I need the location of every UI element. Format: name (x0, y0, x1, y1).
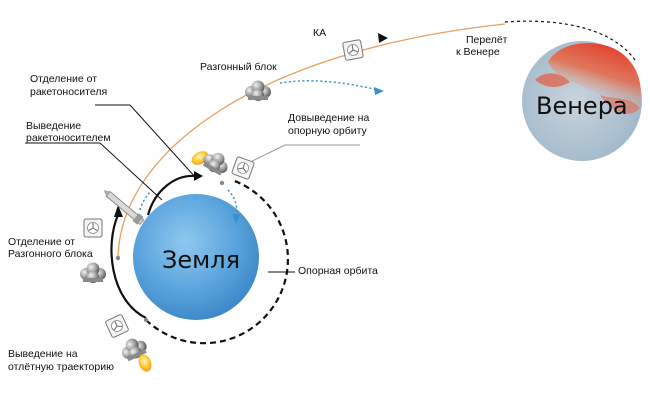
spacecraft-icon (230, 155, 256, 181)
upper-stage-icon (80, 262, 106, 283)
rocket-icon (103, 190, 145, 226)
dotted-arrow-icon (232, 214, 240, 224)
trajectory-marker (143, 317, 149, 323)
spacecraft-icon (104, 313, 130, 339)
parking-orbit-label: Опорная орбита (298, 265, 378, 277)
departure-label-1: Выведение на (8, 348, 78, 360)
dotted-arrow-icon (374, 87, 384, 95)
transfer-trajectory (117, 23, 506, 259)
departure-label-2: отлётную траекторию (8, 361, 114, 373)
transfer-label-2: к Венере (456, 46, 500, 58)
earth (133, 194, 259, 320)
trajectory-marker (115, 255, 121, 261)
engine-flame-icon (138, 354, 152, 372)
launch-lv-label-1: Выведение (26, 120, 82, 132)
spacecraft-icon (342, 39, 364, 61)
separation-lv-label-1: Отделение от (30, 73, 98, 85)
venus (522, 41, 642, 161)
leader-line (99, 142, 163, 201)
orbit-arrow-top (194, 171, 203, 181)
earth-label: Земля (162, 246, 241, 274)
upper-stage-icon (245, 80, 271, 101)
parking-orbit (145, 178, 290, 345)
separation-lv-label-2: ракетоносителя (30, 86, 108, 98)
venus-label: Венера (536, 92, 628, 120)
leader-line (129, 104, 197, 179)
final-insertion-stack (191, 147, 256, 181)
separation-us-label-2: Разгонного блока (8, 248, 93, 260)
venus-approach-dash (504, 20, 636, 61)
ka-label: КА (313, 27, 327, 39)
transfer-label-1: Перелёт (466, 34, 508, 46)
departure-arc (110, 214, 147, 319)
final-insertion-label-1: Довыведение на (288, 112, 370, 124)
spacecraft-icon (83, 218, 103, 238)
departure-stack (104, 313, 152, 372)
separation-us-label-1: Отделение от (8, 236, 76, 248)
launch-trajectory (146, 174, 195, 216)
final-insertion-label-2: опорную орбиту (288, 125, 367, 137)
launch-lv-label-2: ракетоносителем (26, 132, 111, 144)
upper-stage-dotted-path (279, 80, 379, 91)
trajectory-marker (219, 180, 225, 186)
transfer-arrow (378, 33, 388, 43)
departure-arrow (114, 205, 123, 217)
upper-stage-label: Разгонный блок (200, 61, 277, 73)
